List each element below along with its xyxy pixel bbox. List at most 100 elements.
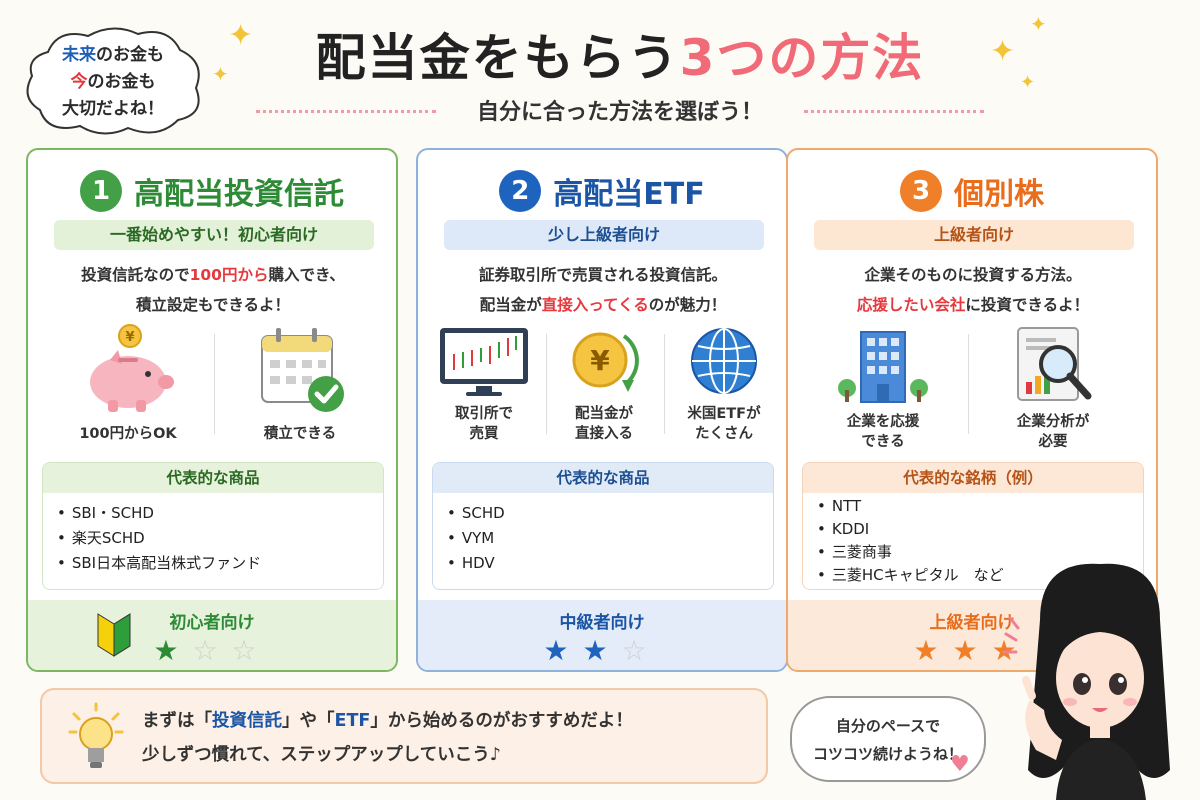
sparkle-icon: ✦: [990, 34, 1016, 69]
tip-text-part: まずは「: [142, 711, 212, 731]
title-accent: 3つの方法: [679, 29, 925, 87]
list-item: 楽天SCHD: [57, 526, 369, 551]
divider-dots-left: [256, 110, 436, 113]
intro-cloud: 未来のお金も 今のお金も 大切だよね！: [18, 22, 208, 140]
sparkle-icon: ✦: [228, 18, 254, 53]
card-icons: ¥ 100円からOK: [28, 324, 396, 454]
rating-stars: ★☆☆: [28, 634, 396, 667]
card-description: 企業そのものに投資する方法。 応援したい会社に投資できるよ！: [798, 260, 1148, 320]
chart-monitor-icon: [440, 328, 528, 396]
feature-label: 配当金が直接入る: [546, 404, 662, 444]
level-label: 上級者向け: [929, 613, 1015, 633]
building-icon: [838, 331, 928, 403]
feature-label: 積立できる: [263, 426, 337, 442]
feature-label-line: できる: [861, 434, 905, 450]
feature-item: 米国ETFがたくさん: [666, 324, 782, 442]
feature-item: ¥ 配当金が直接入る: [546, 324, 662, 442]
feature-label: 企業分析が必要: [988, 412, 1118, 452]
products-list: SBI・SCHD 楽天SCHD SBI日本高配当株式ファンド: [43, 493, 383, 589]
card-number: 1: [80, 170, 122, 212]
bubble-text-line: 自分のペースで: [835, 717, 941, 735]
star-filled-icon: ★: [913, 634, 953, 667]
tip-text-line: 少しずつ慣れて、ステップアップしていこう♪: [142, 745, 501, 765]
card-title: 個別株: [954, 177, 1044, 212]
globe-icon: [691, 328, 757, 394]
level-label: 初心者向け: [169, 613, 255, 633]
desc-text: 証券取引所で売買される投資信託。: [478, 266, 727, 284]
list-item: NTT: [817, 495, 1129, 518]
desc-text: に投資できるよ！: [965, 296, 1090, 314]
divider: [664, 334, 665, 434]
list-item: KDDI: [817, 518, 1129, 541]
divider-dots-right: [804, 110, 984, 113]
desc-text: 積立設定もできるよ！: [135, 296, 291, 314]
divider: [546, 334, 547, 434]
desc-highlight: 応援したい会社: [856, 296, 966, 314]
card-badge: 上級者向け: [814, 220, 1134, 250]
bubble-text-line: コツコツ続けようね！: [812, 745, 963, 763]
feature-item: 取引所で売買: [426, 324, 542, 442]
sparkle-icon: ✦: [1030, 12, 1047, 36]
cloud-shape: [26, 27, 200, 135]
tip-box: まずは「投資信託」や「ETF」から始めるのがおすすめだよ！ 少しずつ慣れて、ステ…: [40, 688, 768, 784]
list-item: SBI・SCHD: [57, 501, 369, 526]
card-description: 証券取引所で売買される投資信託。 配当金が直接入ってくるのが魅力！: [428, 260, 778, 320]
list-item: HDV: [447, 551, 759, 576]
feature-label: 取引所で売買: [426, 404, 542, 444]
feature-label-line: たくさん: [695, 426, 753, 442]
calendar-check-icon: [261, 328, 344, 412]
sparkle-icon: ✦: [1020, 72, 1036, 93]
card-etf: 2 高配当ETF 少し上級者向け 証券取引所で売買される投資信託。 配当金が直接…: [416, 148, 788, 672]
desc-text: 投資信託なので: [81, 266, 190, 284]
svg-text:¥: ¥: [125, 330, 134, 345]
feature-label-line: 企業を応援: [846, 414, 920, 430]
speech-bubble: 自分のペースで コツコツ続けようね！: [790, 696, 986, 782]
star-empty-icon: ☆: [231, 634, 271, 667]
feature-label-line: 直接入る: [575, 426, 633, 442]
subtitle-row: 自分に合った方法を選ぼう！: [240, 94, 1000, 128]
products-header: 代表的な商品: [433, 463, 773, 493]
card-number: 3: [900, 170, 942, 212]
list-item: SBI日本高配当株式ファンド: [57, 551, 369, 576]
card-header: 3 個別株: [788, 166, 1156, 216]
title-main: 配当金をもらう: [315, 29, 680, 87]
feature-label-line: 配当金が: [575, 406, 633, 422]
beginner-mark-icon: [97, 613, 131, 657]
feature-label: 米国ETFがたくさん: [666, 404, 782, 444]
character-illustration: [1002, 563, 1170, 800]
feature-label-line: 必要: [1038, 434, 1068, 450]
feature-label: 企業を応援できる: [818, 412, 948, 452]
tip-text: まずは「投資信託」や「ETF」から始めるのがおすすめだよ！ 少しずつ慣れて、ステ…: [142, 704, 762, 772]
products-list: SCHD VYM HDV: [433, 493, 773, 589]
tip-keyword: 投資信託: [212, 711, 282, 731]
magnifier-report-icon: [1017, 327, 1092, 401]
cloud-text-3: 大切だよね！: [62, 99, 164, 119]
products-header: 代表的な商品: [43, 463, 383, 493]
star-filled-icon: ★: [582, 634, 622, 667]
products-header: 代表的な銘柄（例）: [803, 463, 1143, 493]
cloud-future: 未来: [62, 45, 96, 65]
list-item: 三菱HCキャピタル など: [817, 564, 1129, 587]
cloud-now: 今: [70, 72, 88, 92]
desc-text: 配当金が: [479, 296, 542, 314]
svg-text:¥: ¥: [590, 344, 610, 377]
lightbulb-icon: [68, 702, 124, 768]
cloud-text-1: のお金も: [96, 45, 164, 65]
divider: [214, 334, 215, 434]
cloud-text-2: のお金も: [87, 72, 156, 92]
card-title: 高配当ETF: [553, 177, 705, 212]
card-footer: 中級者向け ★★☆: [418, 600, 786, 670]
feature-label-line: 米国ETFが: [687, 406, 761, 422]
desc-text: のが魅力！: [648, 296, 727, 314]
card-description: 投資信託なので100円から購入でき、 積立設定もできるよ！: [38, 260, 388, 320]
star-filled-icon: ★: [952, 634, 992, 667]
star-empty-icon: ☆: [621, 634, 661, 667]
desc-highlight: 100円から: [189, 266, 269, 284]
rating-stars: ★★☆: [418, 634, 786, 667]
feature-label-line: 売買: [469, 426, 499, 442]
list-item: SCHD: [447, 501, 759, 526]
page-subtitle: 自分に合った方法を選ぼう！: [476, 100, 763, 125]
card-icons: 取引所で売買 ¥ 配当金が直接入る 米国ETFがたくさん: [418, 324, 786, 454]
desc-text: 企業そのものに投資する方法。: [864, 266, 1082, 284]
desc-highlight: 直接入ってくる: [541, 296, 649, 314]
